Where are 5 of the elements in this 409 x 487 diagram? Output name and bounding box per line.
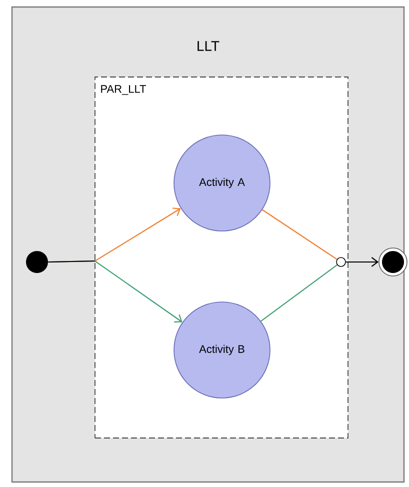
arrow <box>346 257 379 267</box>
end-bullseye <box>378 248 408 276</box>
start-dot <box>26 251 48 273</box>
join-circle <box>336 257 346 267</box>
connector-line <box>48 260 95 263</box>
